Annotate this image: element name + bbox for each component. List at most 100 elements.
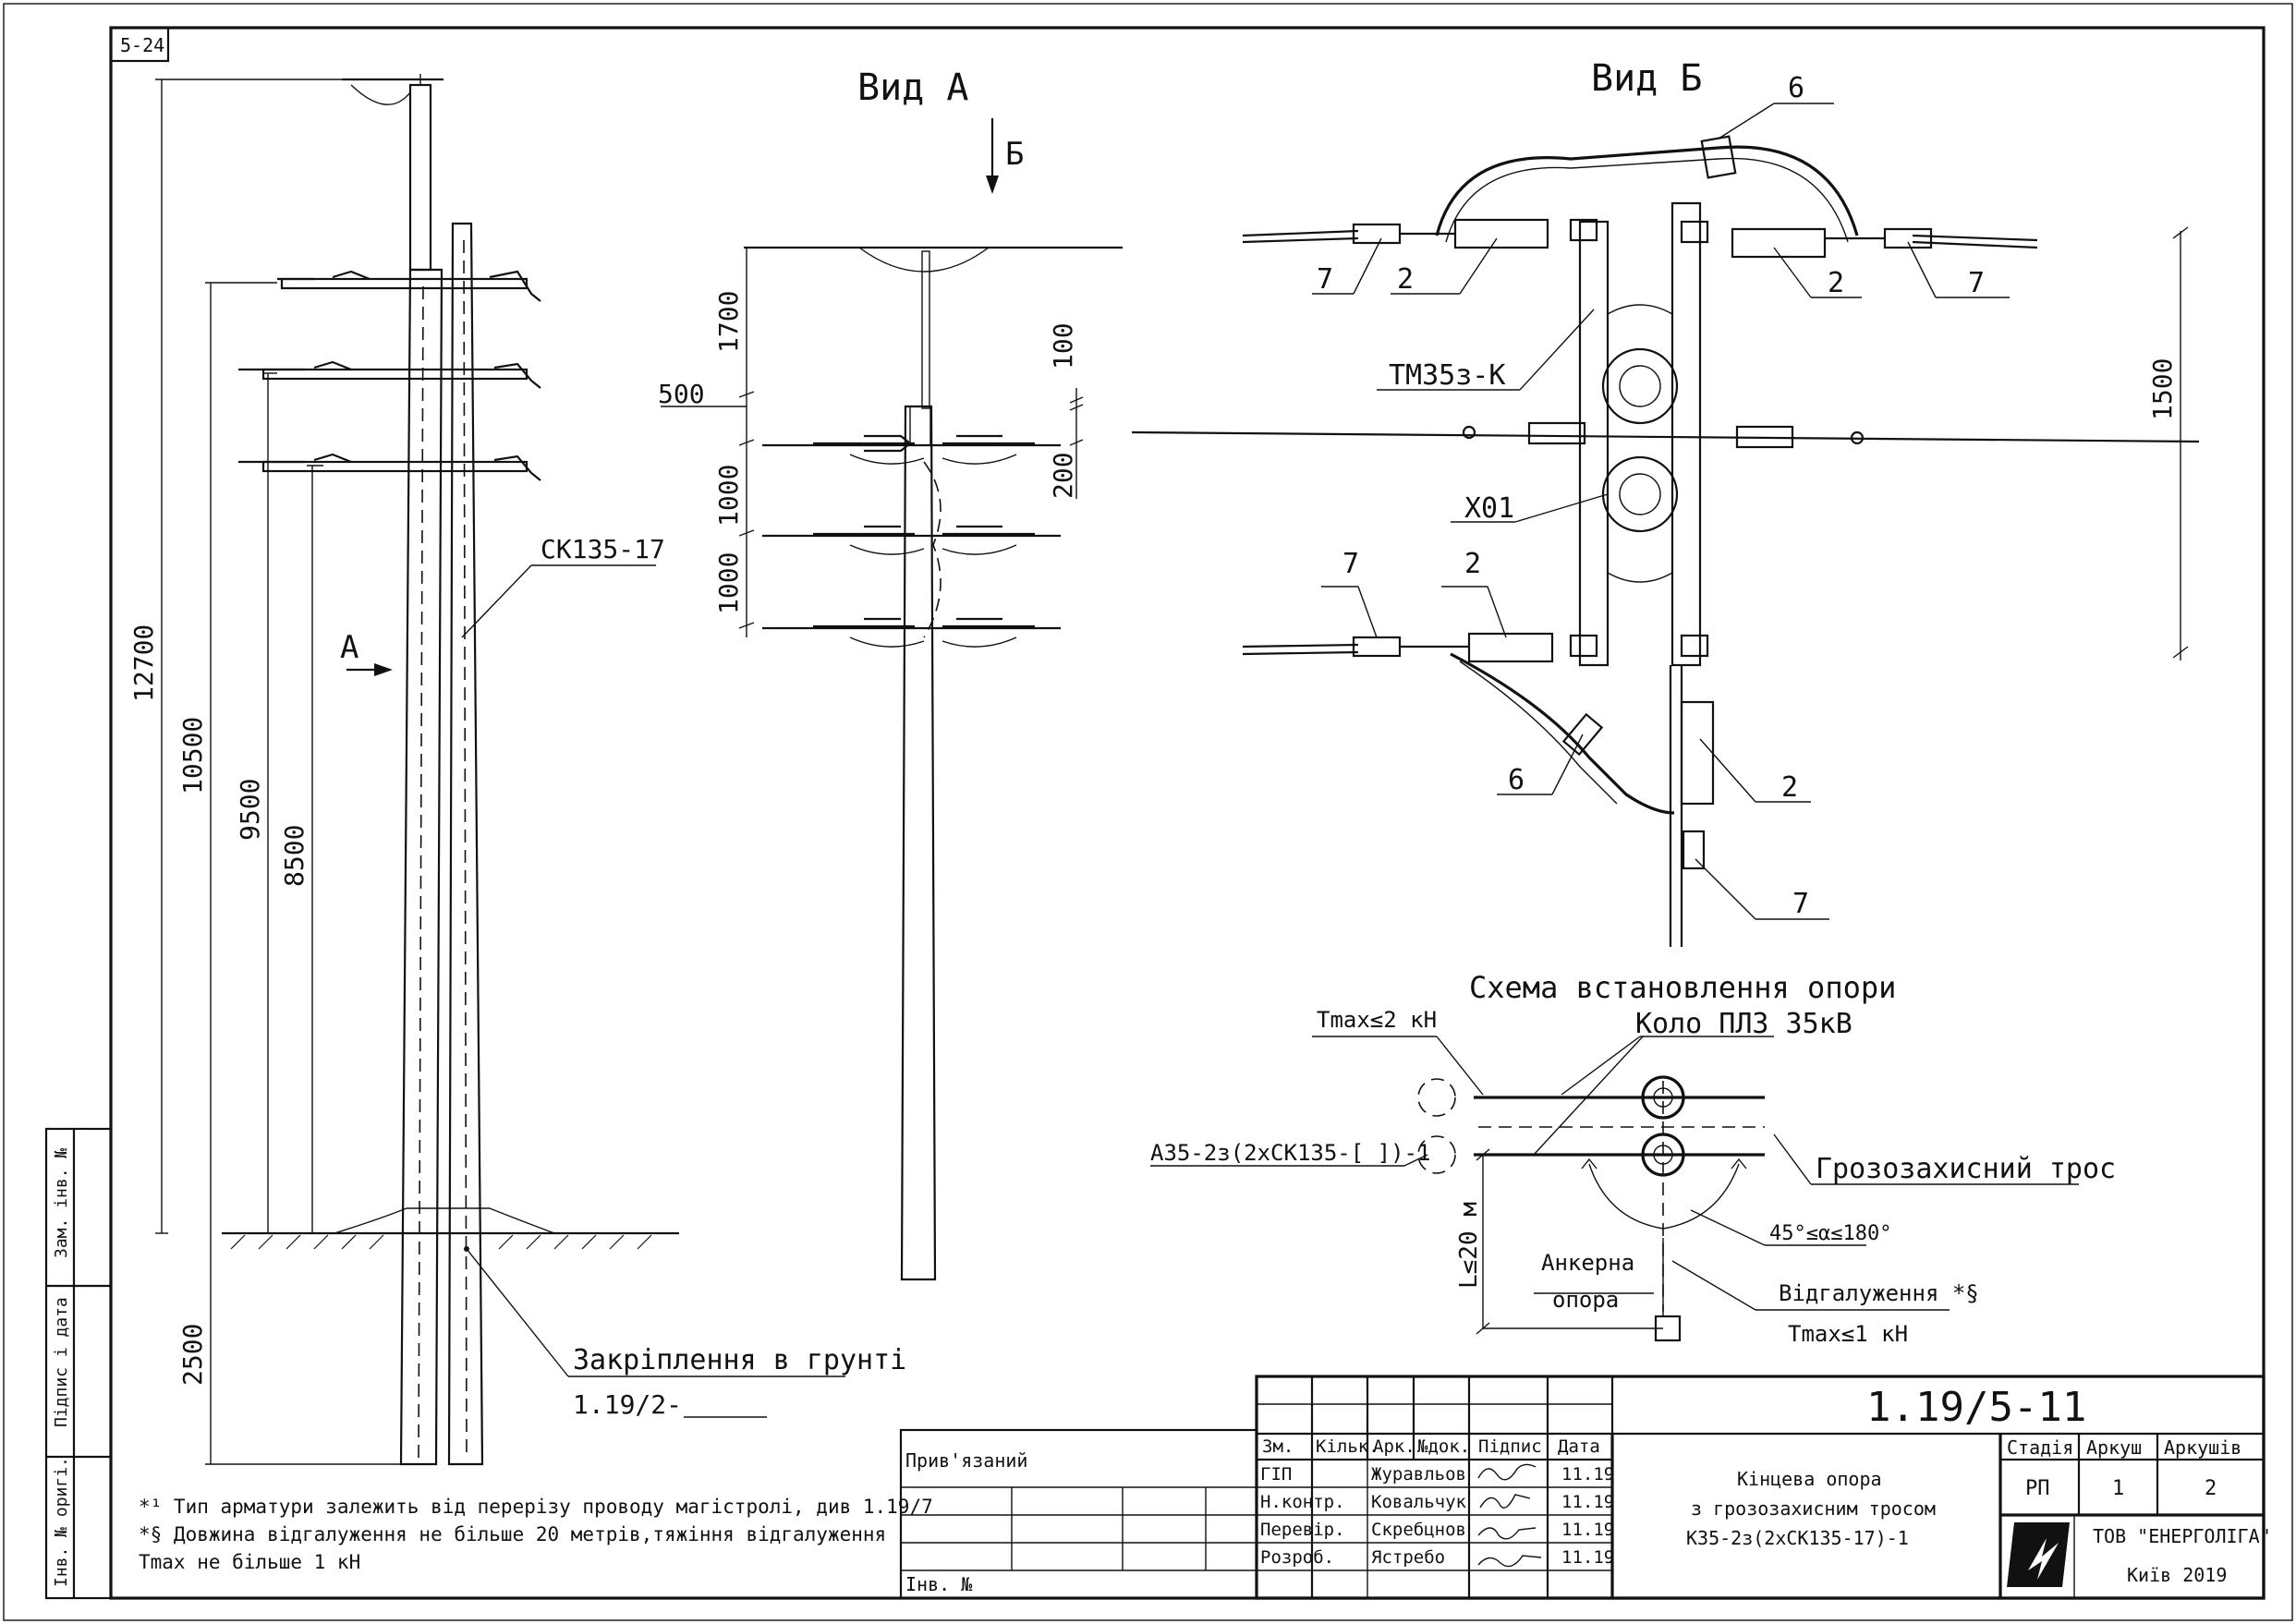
scheme-ground-wire: Грозозахисний трос: [1816, 1153, 2116, 1185]
dim-2500: 2500: [177, 1324, 208, 1386]
scheme-support-code: А35-2з(2хСК135-[ ])-1: [1150, 1140, 1430, 1166]
tb-h-sheet: Арк.: [1373, 1436, 1415, 1457]
tb-h-qty: Кільк.: [1316, 1436, 1379, 1457]
scheme-anchor-2: опора: [1552, 1287, 1619, 1313]
tb-h-date: Дата: [1558, 1436, 1600, 1457]
tb-stage: РП: [2025, 1477, 2050, 1500]
crossarm-top: [277, 270, 541, 302]
tb-role-1: ГІП: [1260, 1464, 1292, 1485]
tb-h-docno: №док.: [1417, 1436, 1470, 1457]
insulator-top-left: [1352, 218, 1549, 249]
installation-scheme: Схема встановлення опори Tmax≤: [1150, 970, 2116, 1347]
notes: *¹ Тип арматури залежить від перерізу пр…: [139, 1496, 933, 1573]
tb-date-1: 11.19: [1561, 1464, 1614, 1485]
view-b-leaders: [1312, 103, 2010, 920]
tb-desc-3: К35-2з(2хСК135-17)-1: [1686, 1527, 1909, 1549]
tb-company: ТОВ "ЕНЕРГОЛІГА": [2093, 1525, 2271, 1547]
dim-1000-upper: 1000: [713, 465, 744, 527]
pole-right: [447, 222, 484, 1466]
tb-bound: Прив'язаний: [905, 1449, 1027, 1472]
tb-role-3: Перевір.: [1260, 1520, 1345, 1540]
scheme-tmax-2: Tmax≤2 кН: [1317, 1007, 1437, 1033]
scheme-angle: 45°≤α≤180°: [1769, 1222, 1891, 1245]
side-stamp: Зам. інв. № Підпис і дата Інв. № оригі.: [44, 1127, 113, 1600]
dim-200: 200: [1048, 452, 1078, 499]
side-stamp-original: Інв. № оригі.: [52, 1457, 71, 1587]
crossarm-middle: [238, 360, 541, 389]
insulator-top-right: [1731, 227, 1933, 259]
label-2-vertical: 2: [1781, 771, 1798, 804]
view-a-title: Вид А: [857, 67, 968, 109]
dim-1500: 1500: [2147, 358, 2178, 420]
transformer-lower: [1601, 455, 1679, 533]
tb-sheet-header: Аркуш: [2086, 1436, 2142, 1459]
label-2-bottom-left: 2: [1464, 548, 1481, 580]
outer-border: [3, 3, 2293, 1621]
insulator-bottom-left: [1242, 632, 1554, 663]
scheme-length: L≤20 м: [1455, 1202, 1483, 1289]
frame-right: [1670, 201, 1702, 667]
tb-sheets-header: Аркушів: [2164, 1436, 2241, 1459]
label-2-top-right: 2: [1828, 267, 1844, 299]
label-7-vertical: 7: [1792, 888, 1809, 920]
label-tm35: ТМ35з-К: [1389, 359, 1505, 392]
transformer-upper: [1601, 347, 1679, 425]
tb-date-3: 11.19: [1561, 1520, 1614, 1540]
tb-name-4: Ястребо: [1371, 1547, 1445, 1568]
tb-date-4: 11.19: [1561, 1547, 1614, 1568]
note-1: *¹ Тип арматури залежить від перерізу пр…: [139, 1496, 933, 1518]
side-stamp-replace: Зам. інв. №: [52, 1148, 71, 1258]
note-2: *§ Довжина відгалуження не більше 20 мет…: [139, 1523, 886, 1545]
scheme-title: Схема встановлення опори: [1469, 970, 1896, 1005]
tb-date-2: 11.19: [1561, 1492, 1614, 1512]
tb-doc-number: 1.19/5-11: [1866, 1384, 2086, 1431]
insulator-vertical: [1680, 700, 1715, 806]
view-a-pole: [900, 405, 937, 1281]
sheet-code: 5-24: [120, 34, 164, 56]
dim-1000-lower: 1000: [713, 552, 744, 614]
pole-left: [399, 268, 443, 1466]
main-pole-view: 12700 10500 9500 8500 2500 СК135-17 А За…: [128, 74, 906, 1466]
inner-frame: [109, 26, 2266, 1600]
company-logo: [2007, 1522, 2070, 1587]
ground-hatch: [230, 1234, 652, 1250]
tb-desc-2: з грозозахисним тросом: [1691, 1497, 1936, 1520]
label-7-top-right: 7: [1968, 267, 1985, 299]
scheme-circuit: Коло ПЛЗ 35кВ: [1635, 1008, 1853, 1040]
tb-role-2: Н.контр.: [1260, 1492, 1345, 1512]
dim-500: 500: [658, 379, 705, 409]
tb-name-3: Скребцнов: [1371, 1520, 1466, 1540]
label-x01: Х01: [1464, 492, 1514, 525]
tb-city: Київ 2019: [2127, 1564, 2227, 1586]
dim-1700: 1700: [713, 291, 744, 353]
ground-wire-mast: [408, 83, 432, 272]
tb-sheet: 1: [2112, 1477, 2124, 1500]
tb-desc-1: Кінцева опора: [1737, 1468, 1882, 1490]
signatures: [1477, 1463, 1542, 1568]
tb-stage-header: Стадія: [2007, 1436, 2073, 1459]
title-block: Прив'язаний Інв. № 1.19/5-11 Зм. Кільк. …: [899, 1375, 2271, 1600]
scheme-anchor-1: Анкерна: [1541, 1250, 1634, 1276]
dim-12700: 12700: [128, 624, 159, 702]
side-stamp-sign: Підпис і дата: [52, 1297, 71, 1427]
tb-name-1: Журавльов: [1371, 1464, 1466, 1485]
label-7-top-left: 7: [1317, 263, 1333, 296]
tb-name-2: Ковальчук: [1371, 1492, 1467, 1512]
view-a: Вид А Б: [658, 67, 1123, 1281]
view-b-arrow-label: Б: [1005, 136, 1024, 173]
label-7-bottom-left: 7: [1342, 548, 1359, 580]
dim-10500: 10500: [177, 717, 208, 794]
dim-9500: 9500: [235, 779, 265, 841]
label-6-bottom: 6: [1508, 764, 1525, 796]
view-b: Вид Б: [1131, 57, 2200, 947]
tb-inv: Інв. №: [905, 1573, 973, 1595]
label-2-top-left: 2: [1397, 263, 1414, 296]
view-b-title: Вид Б: [1591, 57, 1702, 100]
dim-8500: 8500: [279, 825, 310, 887]
scheme-tmax-1: Tmax≤1 кН: [1788, 1321, 1908, 1347]
fixing-ref: 1.19/2-: [573, 1389, 682, 1420]
view-a-arrow-label: А: [340, 629, 358, 666]
crossarm-bottom: [238, 453, 541, 481]
sheet-code-box: [109, 26, 170, 63]
